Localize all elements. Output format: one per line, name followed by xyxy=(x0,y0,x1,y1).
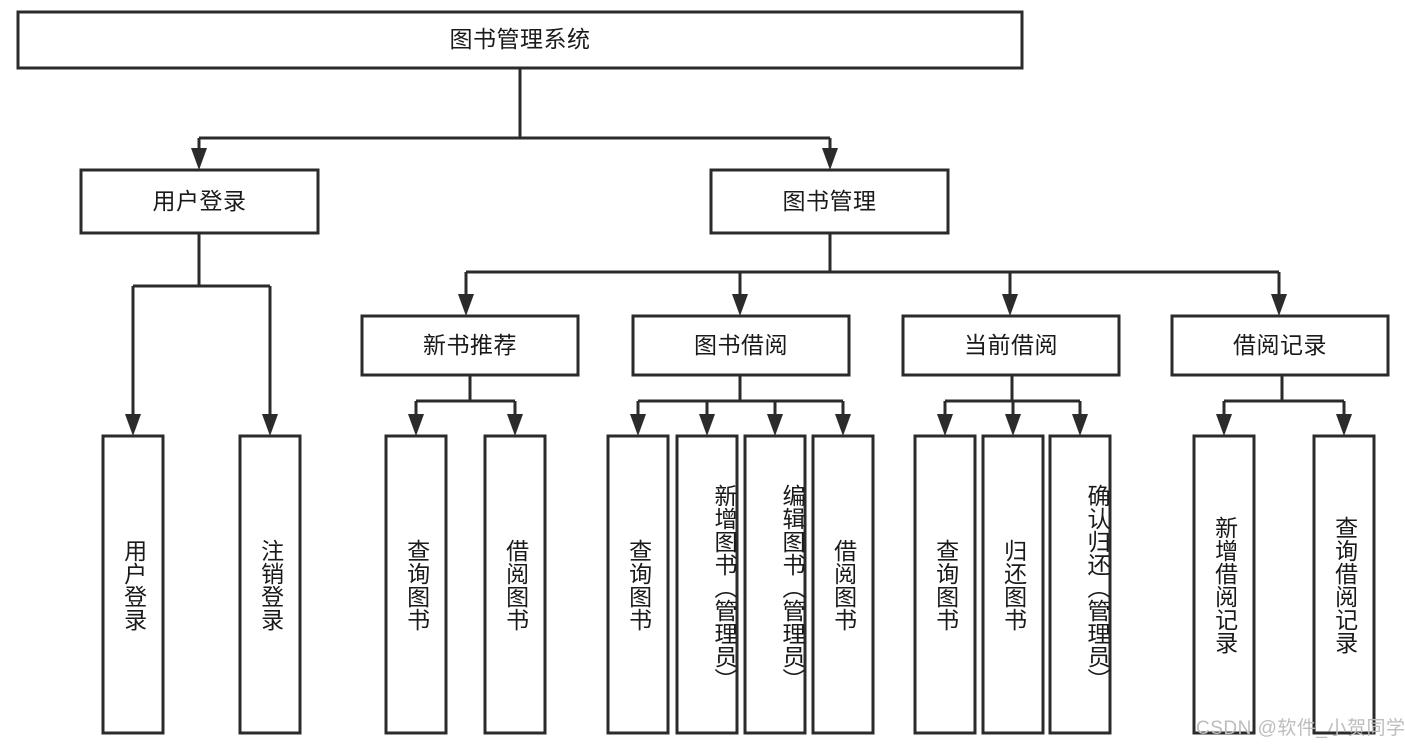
connector-group-borrow-record xyxy=(1216,375,1352,436)
arrow-head-borrow-record xyxy=(1271,294,1287,316)
connector-group-book-borrow xyxy=(630,375,851,436)
arrow-head-user-login xyxy=(191,148,207,170)
connector-group-root xyxy=(191,68,838,170)
arrow-head-cb-leaf-1 xyxy=(937,414,953,436)
node-box-leaf-user-login[interactable] xyxy=(101,434,165,735)
node-box-leaf-br-add-record[interactable] xyxy=(1192,434,1256,735)
connector-group-book-mgmt xyxy=(458,233,1287,316)
node-box-root[interactable] xyxy=(16,10,1024,70)
arrow-head-new-book xyxy=(458,294,474,316)
node-box-leaf-cb-query-book[interactable] xyxy=(913,434,977,735)
node-box-leaf-bb-query-book[interactable] xyxy=(606,434,670,735)
connector-group-user-login xyxy=(125,233,278,436)
node-box-leaf-cb-confirm-return[interactable] xyxy=(1048,434,1112,735)
node-box-borrow-record[interactable] xyxy=(1170,314,1390,377)
node-box-new-book-recommend[interactable] xyxy=(360,314,580,377)
node-box-leaf-br-query-record[interactable] xyxy=(1312,434,1376,735)
arrow-head-nb-leaf-2 xyxy=(507,414,523,436)
arrow-head-bb-leaf-2 xyxy=(699,414,715,436)
arrow-head-book-mgmt xyxy=(822,148,838,170)
node-box-leaf-bb-edit-book[interactable] xyxy=(743,434,807,735)
connector-group-current-borrow xyxy=(937,375,1088,436)
arrow-head-leaf-user-login xyxy=(125,414,141,436)
arrow-head-leaf-logout xyxy=(262,414,278,436)
arrow-head-bb-leaf-4 xyxy=(835,414,851,436)
arrow-head-book-borrow xyxy=(732,294,748,316)
node-box-current-borrow[interactable] xyxy=(901,314,1121,377)
node-box-leaf-nb-borrow-book[interactable] xyxy=(483,434,547,735)
node-box-leaf-logout[interactable] xyxy=(238,434,302,735)
node-box-book-borrow[interactable] xyxy=(631,314,851,377)
node-box-leaf-bb-borrow-book[interactable] xyxy=(811,434,875,735)
arrow-head-nb-leaf-1 xyxy=(408,414,424,436)
arrow-head-br-leaf-2 xyxy=(1336,414,1352,436)
arrow-head-bb-leaf-1 xyxy=(630,414,646,436)
node-box-leaf-bb-add-book[interactable] xyxy=(675,434,739,735)
node-box-user-login[interactable] xyxy=(79,168,320,235)
arrow-head-cb-leaf-2 xyxy=(1005,414,1021,436)
node-box-book-management[interactable] xyxy=(709,168,950,235)
connector-group-new-book xyxy=(408,375,523,436)
arrow-head-cb-leaf-3 xyxy=(1072,414,1088,436)
arrow-head-br-leaf-1 xyxy=(1216,414,1232,436)
node-box-leaf-cb-return-book[interactable] xyxy=(981,434,1045,735)
arrow-head-current-borrow xyxy=(1002,294,1018,316)
node-box-leaf-nb-query-book[interactable] xyxy=(384,434,448,735)
arrow-head-bb-leaf-3 xyxy=(767,414,783,436)
